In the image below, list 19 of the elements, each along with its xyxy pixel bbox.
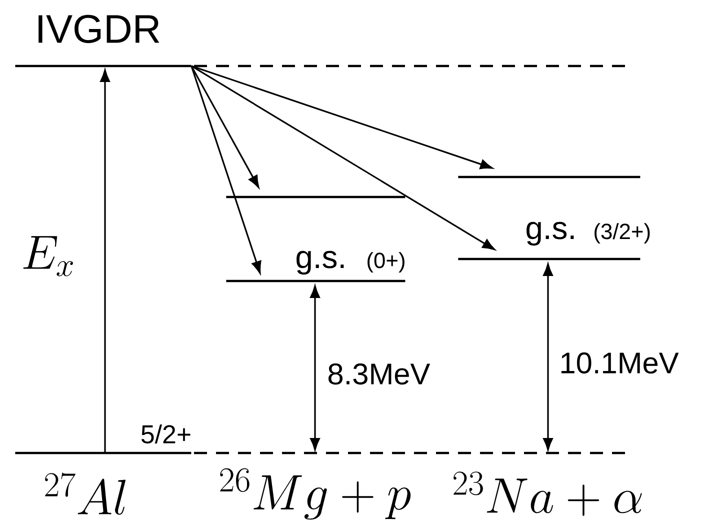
- arrow: [191, 65, 495, 250]
- energy-label: 10.1MeV: [561, 352, 679, 374]
- energy-level-line: [226, 196, 406, 198]
- arrow: [191, 65, 493, 170]
- energy-label: 8.3MeV: [328, 363, 430, 385]
- arrow: [190, 66, 262, 274]
- level-label: g.s.: [296, 250, 344, 275]
- level-label: g.s.: [526, 222, 574, 246]
- spin-parity-label: (3/2+): [594, 223, 650, 244]
- edge-label: $E_x$: [23, 236, 73, 276]
- level-label: IVGDR: [38, 14, 160, 44]
- spin-parity-label: (0+): [368, 252, 404, 273]
- arrow: [190, 66, 260, 188]
- nucleus-label: $^{27}Al$: [45, 472, 126, 515]
- nucleus-label: $^{23}Na+\alpha$: [454, 472, 642, 516]
- energy-level-line: [458, 176, 640, 178]
- arrow: [100, 70, 110, 453]
- level-label: 5/2+: [141, 424, 190, 444]
- nucleus-label: $^{26}Mg+p$: [220, 468, 411, 520]
